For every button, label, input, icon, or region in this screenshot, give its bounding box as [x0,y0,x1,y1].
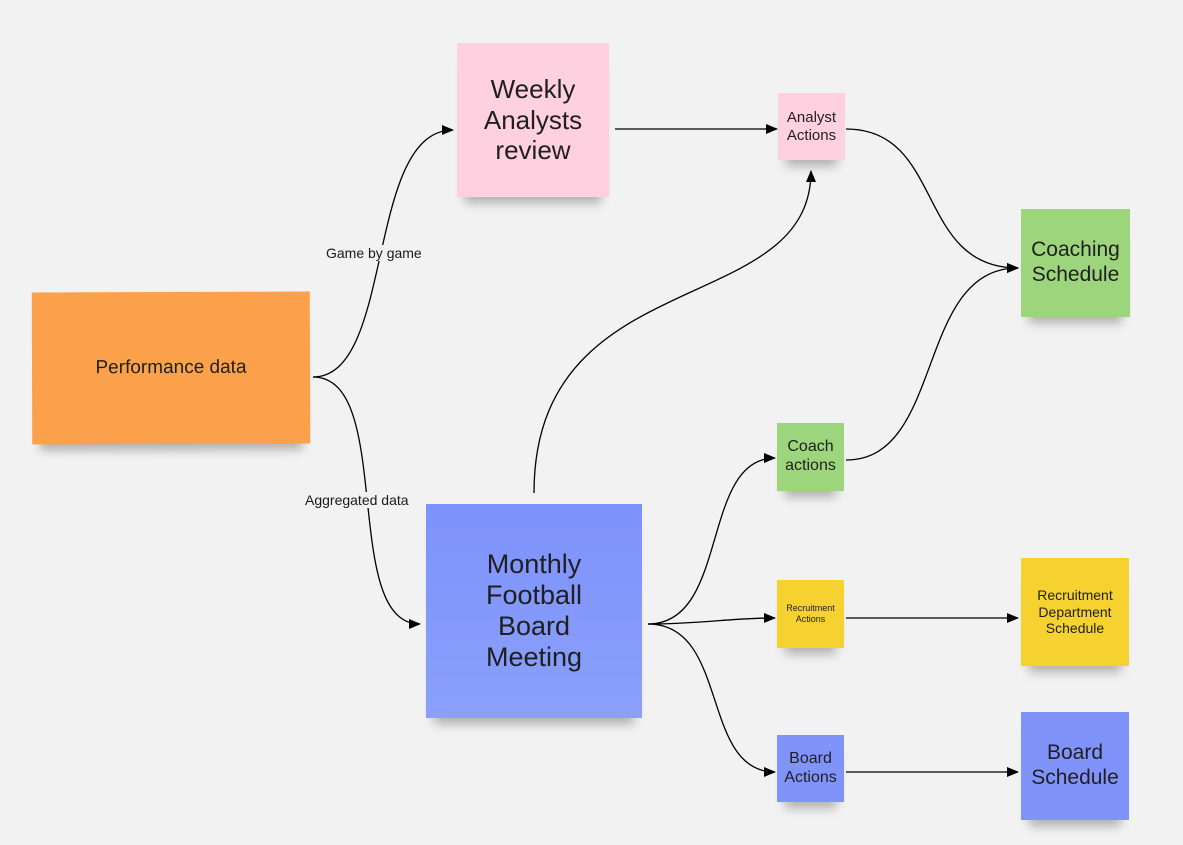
sticky-note-text: Board Actions [784,749,837,786]
sticky-note-text: Weekly Analysts review [483,73,583,166]
sticky-note-recruitment-department-schedule[interactable]: Recruitment Department Schedule [1021,558,1129,666]
edge-label-game-by-game[interactable]: Game by game [326,245,422,261]
connector-analyst-to-coaching[interactable] [845,128,1019,273]
sticky-note-text: Recruitment Department Schedule [1037,587,1113,637]
sticky-note-text: Performance data [95,356,247,379]
edge-label-aggregated-data[interactable]: Aggregated data [305,492,409,508]
sticky-note-weekly-analysts-review[interactable]: Weekly Analysts review [457,43,609,197]
sticky-note-text: Board Schedule [1031,741,1119,789]
connector-monthly-to-board[interactable] [647,623,776,777]
sticky-note-performance-data[interactable]: Performance data [31,291,311,445]
sticky-note-text: Monthly Football Board Meeting [485,548,583,673]
sticky-note-text: Analyst Actions [786,108,837,144]
connector-monthly-to-coach[interactable] [647,453,776,625]
connector-coach-to-coaching[interactable] [845,263,1019,461]
sticky-note-coaching-schedule[interactable]: Coaching Schedule [1021,209,1130,317]
sticky-note-text: Recruitment Actions [786,603,835,624]
sticky-note-analyst-actions[interactable]: Analyst Actions [778,93,845,160]
connector-monthly-to-recruitment[interactable] [647,613,776,625]
sticky-note-monthly-football-board-meeting[interactable]: Monthly Football Board Meeting [426,504,642,718]
sticky-note-recruitment-actions[interactable]: Recruitment Actions [777,580,844,648]
sticky-note-board-schedule[interactable]: Board Schedule [1021,712,1129,820]
sticky-note-board-actions[interactable]: Board Actions [777,735,844,802]
sticky-note-text: Coaching Schedule [1031,238,1120,286]
sticky-note-text: Coach actions [785,438,836,474]
connector-monthly-to-analyst[interactable] [533,170,816,494]
sticky-note-coach-actions[interactable]: Coach actions [777,423,844,491]
